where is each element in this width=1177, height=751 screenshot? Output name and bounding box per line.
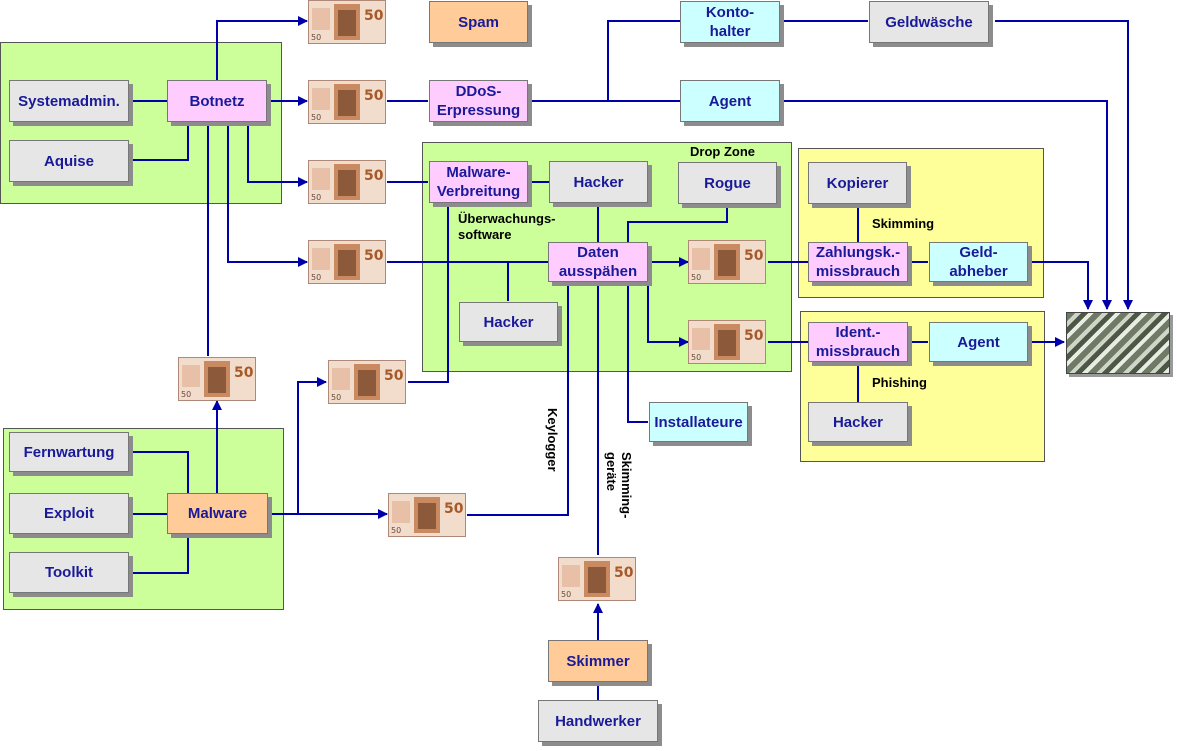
spam-node[interactable]: Spam	[429, 1, 528, 43]
euro-banknote-icon: 50 50	[688, 240, 766, 284]
exploit-node[interactable]: Exploit	[9, 493, 129, 534]
agent-right-node[interactable]: Agent	[929, 322, 1028, 362]
euro-banknote-icon: 50 50	[178, 357, 256, 401]
phishing-label: Phishing	[872, 375, 927, 390]
kopierer-node[interactable]: Kopierer	[808, 162, 907, 204]
svg-text:50: 50	[311, 33, 321, 42]
svg-text:50: 50	[364, 8, 384, 24]
svg-text:50: 50	[614, 565, 634, 581]
hacker-mid-node[interactable]: Hacker	[459, 302, 558, 342]
installateure-node[interactable]: Installateure	[649, 402, 748, 442]
fernwartung-node[interactable]: Fernwartung	[9, 432, 129, 472]
svg-text:50: 50	[364, 88, 384, 104]
svg-text:50: 50	[311, 193, 321, 202]
euro-banknote-icon: 50 50	[308, 160, 386, 204]
svg-text:50: 50	[444, 501, 464, 517]
euro-banknote-icon: 50 50	[558, 557, 636, 601]
euro-banknote-icon: 50 50	[328, 360, 406, 404]
rogue-node[interactable]: Rogue	[678, 162, 777, 204]
skimmer-node[interactable]: Skimmer	[548, 640, 648, 682]
svg-text:50: 50	[364, 168, 384, 184]
svg-text:50: 50	[234, 365, 254, 381]
daten-ausspaehen-node[interactable]: Daten ausspähen	[548, 242, 648, 282]
skimminggeraete-label: Skimming- geräte	[604, 452, 634, 519]
kontohalter-node[interactable]: Konto- halter	[680, 1, 780, 43]
keylogger-label: Keylogger	[545, 408, 560, 472]
aquise-node[interactable]: Aquise	[9, 140, 129, 182]
agent-top-node[interactable]: Agent	[680, 80, 780, 122]
euro-banknote-icon: 50 50	[308, 0, 386, 44]
euro-banknote-icon: 50 50	[308, 80, 386, 124]
ddos-node[interactable]: DDoS- Erpressung	[429, 80, 528, 122]
euro-banknote-icon: 50 50	[388, 493, 466, 537]
svg-text:50: 50	[311, 273, 321, 282]
hacker-right-node[interactable]: Hacker	[808, 402, 908, 442]
svg-text:50: 50	[391, 526, 401, 535]
svg-text:50: 50	[384, 368, 404, 384]
svg-text:50: 50	[364, 248, 384, 264]
drop-zone-label: Drop Zone	[690, 144, 755, 159]
svg-text:50: 50	[744, 328, 764, 344]
euro-banknote-icon: 50 50	[688, 320, 766, 364]
geldwaesche-node[interactable]: Geldwäsche	[869, 1, 989, 43]
svg-text:50: 50	[691, 353, 701, 362]
svg-text:50: 50	[181, 390, 191, 399]
money-pile-image	[1066, 312, 1170, 374]
malware-node[interactable]: Malware	[167, 493, 268, 534]
geldabheber-node[interactable]: Geld- abheber	[929, 242, 1028, 282]
ident-node[interactable]: Ident.- missbrauch	[808, 322, 908, 362]
hacker-top-node[interactable]: Hacker	[549, 161, 648, 203]
euro-banknote-icon: 50 50	[308, 240, 386, 284]
svg-text:50: 50	[744, 248, 764, 264]
ueberwachung-label: Überwachungs- software	[458, 211, 556, 242]
systemadmin-node[interactable]: Systemadmin.	[9, 80, 129, 122]
botnetz-node[interactable]: Botnetz	[167, 80, 267, 122]
malware-verbreitung-node[interactable]: Malware- Verbreitung	[429, 161, 528, 203]
skimming-label: Skimming	[872, 216, 935, 231]
svg-text:50: 50	[691, 273, 701, 282]
zahlungsk-node[interactable]: Zahlungsk.- missbrauch	[808, 242, 908, 282]
svg-text:50: 50	[561, 590, 571, 599]
svg-text:50: 50	[331, 393, 341, 402]
toolkit-node[interactable]: Toolkit	[9, 552, 129, 593]
handwerker-node[interactable]: Handwerker	[538, 700, 658, 742]
svg-text:50: 50	[311, 113, 321, 122]
